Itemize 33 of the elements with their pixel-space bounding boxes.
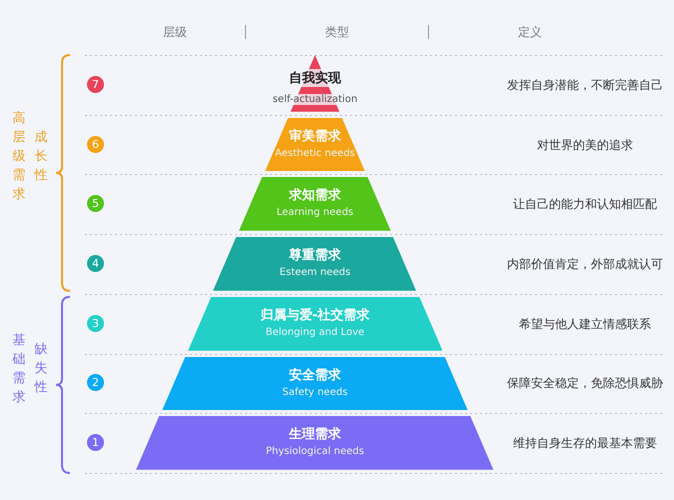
definition-text: 对世界的美的追求 (536, 136, 634, 154)
definition-text: 让自己的能力和认知相匹配 (512, 196, 658, 214)
definition-text: 维持自身生存的最基本需要 (512, 435, 658, 452)
group-label: 成长性 (34, 129, 48, 186)
layer-subtitle: Esteem needs (278, 267, 352, 278)
layer-title: 求知需求 (288, 187, 342, 204)
layer-subtitle: Learning needs (276, 207, 354, 218)
number-badge: 7 (87, 76, 104, 93)
column-header: 层级 (162, 24, 188, 41)
group-label: 高层级需求 (12, 110, 26, 204)
group-label: 缺失性 (34, 341, 48, 398)
layer-title: 尊重需求 (288, 246, 342, 264)
layer-title: 安全需求 (288, 366, 342, 384)
number-badge: 6 (87, 136, 104, 153)
layer-subtitle: Safety needs (281, 386, 349, 398)
layer-title: 审美需求 (288, 128, 342, 145)
layer-title: 归属与爱-社交需求 (259, 306, 371, 324)
layer-subtitle: Belonging and Love (264, 326, 366, 338)
group-label: 基础需求 (12, 332, 26, 407)
layer-subtitle: Physiological needs (264, 446, 366, 458)
column-header: 定义 (517, 24, 543, 41)
number-badge: 4 (87, 255, 104, 272)
definition-text: 保障安全稳定，免除恐惧威胁 (506, 375, 664, 392)
column-header: 类型 (324, 24, 350, 41)
number-badge: 2 (87, 374, 104, 392)
layer-subtitle: Aesthetic needs (274, 148, 356, 159)
definition-text: 希望与他人建立情感联系 (518, 316, 652, 333)
number-badge: 5 (87, 195, 104, 212)
definition-text: 内部价值肯定，外部成就认可 (506, 256, 664, 273)
number-badge: 3 (87, 314, 104, 332)
layer-title: 生理需求 (288, 426, 342, 444)
number-badge: 1 (87, 434, 104, 452)
definition-text: 发挥自身潜能，不断完善自己 (506, 76, 664, 94)
